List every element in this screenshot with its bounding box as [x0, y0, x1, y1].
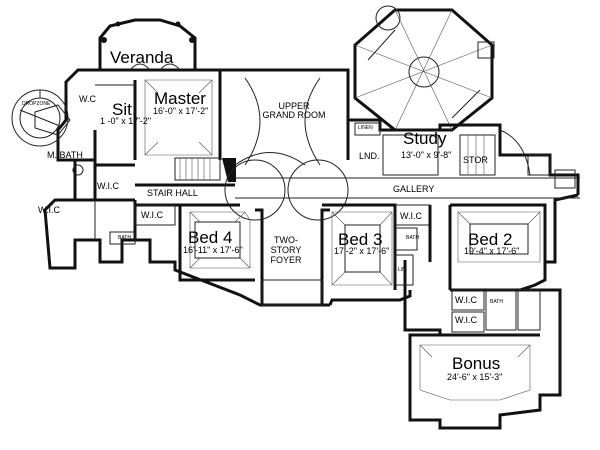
- room-dims-bed3: 17'-2" x 17'-6": [334, 246, 390, 256]
- room-label-storage: STOR: [463, 155, 488, 165]
- room-label-bed2: Bed 2: [468, 230, 513, 249]
- tag-linen-bed3: LIN: [398, 267, 406, 273]
- room-dims-study: 13'-0" x 9'-8": [401, 150, 452, 160]
- room-label-sitting: Sit.: [112, 100, 137, 119]
- room-label-foyer-line3: FOYER: [270, 255, 302, 265]
- tag-dropzone: DROPZONE: [22, 101, 51, 107]
- room-label-stair-hall: STAIR HALL: [147, 188, 198, 198]
- room-label-foyer-line1: TWO-: [274, 235, 298, 245]
- room-label-laundry: LND.: [359, 151, 380, 161]
- room-label-foyer-line2: STORY: [270, 245, 302, 255]
- room-label-bed3: Bed 3: [338, 230, 383, 249]
- interior-walls: [34, 63, 580, 401]
- room-dims-sitting: 1 -0" x 17'-2": [100, 116, 152, 126]
- room-dims-bed2: 19'-4" x 17'-6": [464, 246, 520, 256]
- room-dims-bed4: 16'-11" x 17'-6": [183, 245, 243, 255]
- room-label-gallery: GALLERY: [393, 184, 435, 194]
- room-label-bed4: Bed 4: [188, 228, 233, 247]
- room-label-study: Study: [403, 129, 447, 148]
- room-dims-bonus: 24'-6" x 15'-3": [447, 372, 503, 382]
- room-label-wic-bed4: W.I.C: [141, 210, 163, 220]
- room-label-linen: LINEN: [358, 125, 373, 131]
- room-label-wic-master-b: W.I.C: [38, 205, 60, 215]
- room-label-master: Master: [154, 89, 206, 108]
- room-label-wic-bed2-b: W.I.C: [455, 315, 477, 325]
- room-label-veranda: Veranda: [110, 48, 174, 67]
- room-label-wic-bed2-a: W.I.C: [455, 295, 477, 305]
- room-label-wic-master-a: W.I.C: [97, 181, 119, 191]
- tag-bath-bed2: BATH: [490, 299, 503, 305]
- room-label-wc-master: W.C: [79, 94, 96, 104]
- room-label-master-bath: M. BATH: [47, 150, 83, 160]
- room-label-wic-bed3: W.I.C: [400, 211, 422, 221]
- tag-bath-bed4: BATH: [118, 235, 131, 241]
- room-dims-master: 16'-0" x 17'-2": [153, 106, 209, 116]
- upper-octagon-roof: [353, 5, 495, 132]
- room-label-bonus: Bonus: [452, 354, 501, 373]
- room-label-upper-grand-room-line2: GRAND ROOM: [262, 110, 326, 120]
- room-label-upper-grand-room-line1: UPPER: [278, 101, 310, 111]
- tag-bath-bed3: BATH: [406, 235, 419, 241]
